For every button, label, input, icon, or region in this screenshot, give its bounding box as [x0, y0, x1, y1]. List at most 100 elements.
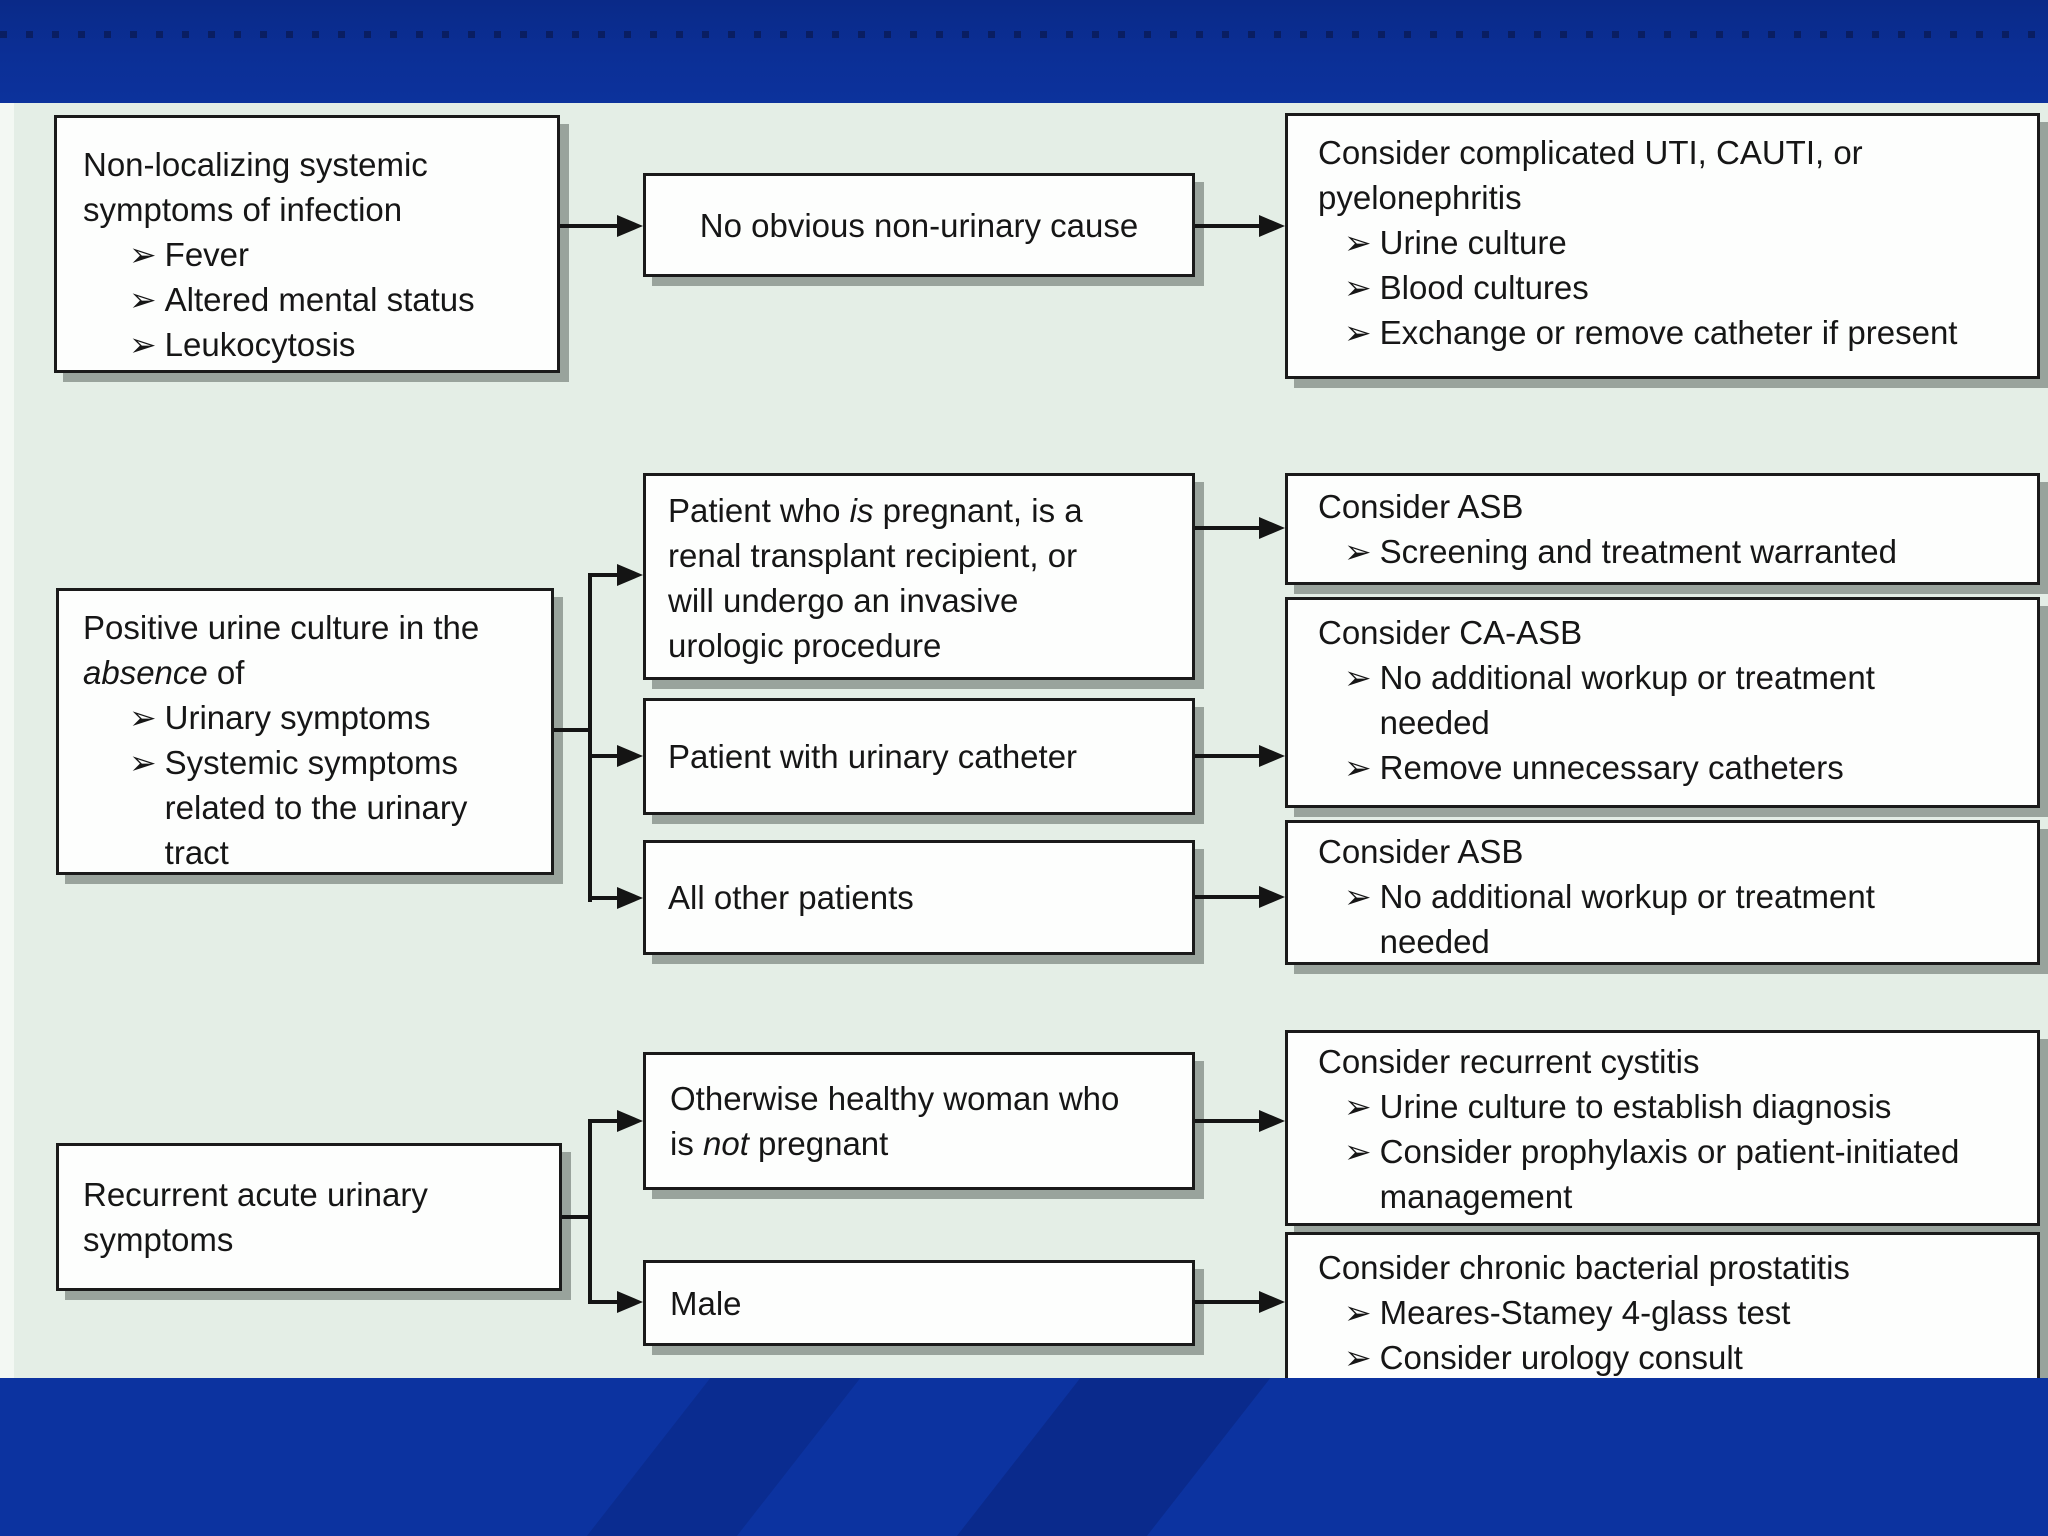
arrowhead-bullet-icon: ➢	[1344, 314, 1372, 351]
box-title-line: Consider ASB	[1318, 488, 1524, 525]
band-swoosh-decoration	[908, 1378, 1302, 1536]
bullet-text: Urine culture to establish diagnosis	[1379, 1088, 1892, 1125]
bullet-text: Urinary symptoms	[164, 699, 431, 736]
bullet-item: ➢ Urine culture	[1344, 220, 2025, 265]
flow-box-recurrent-symptoms: Recurrent acute urinary symptoms	[56, 1143, 562, 1291]
arrowhead-catheter-to-caasb	[1259, 745, 1285, 767]
flow-box-asb-screening: Consider ASB ➢ Screening and treatment w…	[1285, 473, 2040, 585]
arrow-line-pregnant-to-asb	[1195, 526, 1262, 530]
flow-box-no-obvious-cause: No obvious non-urinary cause	[643, 173, 1195, 277]
branch-line-to-all-other	[588, 896, 620, 900]
arrow-line-male-to-prostatitis	[1195, 1300, 1262, 1304]
branch-line-to-male	[588, 1300, 620, 1304]
box-title-line: Consider CA-ASB	[1318, 614, 1583, 651]
arrowhead-pregnant-to-asb	[1259, 517, 1285, 539]
flow-box-male: Male	[643, 1260, 1195, 1346]
bullet-item: ➢ No additional workup or treatment need…	[1344, 874, 2025, 964]
box-title-line: Consider ASB	[1318, 833, 1524, 870]
box-text: All other patients	[668, 879, 914, 916]
bullet-item: ➢ Consider urology consult	[1344, 1335, 2025, 1380]
title-part: Patient who	[668, 492, 850, 529]
bullet-text: Fever	[164, 236, 250, 273]
box-title-line: Patient who is pregnant, is a	[668, 488, 1178, 533]
bullet-text: Urine culture	[1379, 224, 1567, 261]
arrow-line-catheter-to-caasb	[1195, 754, 1262, 758]
arrowhead-bullet-icon: ➢	[1344, 1294, 1372, 1331]
box-text: Patient with urinary catheter	[668, 738, 1078, 775]
bullet-text: Meares-Stamey 4-glass test	[1379, 1294, 1791, 1331]
flow-box-complicated-uti: Consider complicated UTI, CAUTI, or pyel…	[1285, 113, 2040, 379]
arrowhead-a-to-b	[617, 215, 643, 237]
left-edge-strip	[0, 103, 14, 1378]
bullet-text: Remove unnecessary catheters	[1379, 749, 1844, 786]
bullet-text: Altered mental status	[164, 281, 475, 318]
box-title-line: Otherwise healthy woman who	[670, 1080, 1120, 1117]
italic-word: not	[703, 1125, 749, 1162]
box-title-line: urologic procedure	[668, 627, 942, 664]
flow-box-ca-asb: Consider CA-ASB ➢ No additional workup o…	[1285, 597, 2040, 808]
box-text: Male	[670, 1284, 742, 1322]
arrowhead-to-pregnant	[617, 564, 643, 586]
bullet-text: Screening and treatment warranted	[1379, 533, 1897, 570]
arrowhead-bullet-icon: ➢	[129, 699, 157, 736]
arrowhead-to-all-other	[617, 887, 643, 909]
top-band-dotted-line	[0, 31, 2048, 38]
branch-line-to-woman	[588, 1119, 620, 1123]
flow-box-nonlocalizing-symptoms: Non-localizing systemic symptoms of infe…	[54, 115, 560, 373]
band-swoosh-decoration	[538, 1378, 892, 1536]
flow-box-chronic-prostatitis: Consider chronic bacterial prostatitis ➢…	[1285, 1232, 2040, 1378]
arrowhead-bullet-icon: ➢	[1344, 1339, 1372, 1376]
bullet-item: ➢ Systemic symptoms related to the urina…	[129, 740, 537, 875]
italic-word: absence	[83, 654, 208, 691]
arrowhead-bullet-icon: ➢	[1344, 749, 1372, 786]
box-title-line: Consider chronic bacterial prostatitis	[1318, 1249, 1850, 1286]
bullet-item: ➢ Exchange or remove catheter if present	[1344, 310, 2025, 355]
box-title-line: will undergo an invasive	[668, 582, 1019, 619]
box-title-line: Non-localizing systemic	[83, 146, 428, 183]
bullet-item: ➢ Leukocytosis	[129, 322, 541, 367]
arrowhead-bullet-icon: ➢	[1344, 1088, 1372, 1125]
box-title-line: Recurrent acute urinary	[83, 1176, 428, 1213]
arrowhead-bullet-icon: ➢	[129, 744, 157, 781]
arrowhead-bullet-icon: ➢	[1344, 269, 1372, 306]
bullet-item: ➢ Screening and treatment warranted	[1344, 529, 2025, 574]
box-title-line: symptoms of infection	[83, 191, 403, 228]
bottom-blue-band	[0, 1378, 2048, 1536]
bullet-item: ➢ Blood cultures	[1344, 265, 2025, 310]
arrowhead-allother-to-asb	[1259, 886, 1285, 908]
flow-box-recurrent-cystitis: Consider recurrent cystitis ➢ Urine cult…	[1285, 1030, 2040, 1226]
box-title-line: symptoms	[83, 1221, 234, 1258]
bullet-item: ➢ No additional workup or treatment need…	[1344, 655, 2025, 745]
flow-box-all-other-patients: All other patients	[643, 840, 1195, 955]
arrowhead-bullet-icon: ➢	[129, 236, 157, 273]
branch-line-culture-vertical	[588, 573, 592, 902]
bullet-item: ➢ Meares-Stamey 4-glass test	[1344, 1290, 2025, 1335]
box-text: No obvious non-urinary cause	[699, 206, 1139, 244]
branch-line-culture-exit	[554, 728, 592, 732]
bullet-item: ➢ Remove unnecessary catheters	[1344, 745, 2025, 790]
box-title-line: renal transplant recipient, or	[668, 537, 1078, 574]
title-part: is	[670, 1125, 703, 1162]
flow-box-healthy-woman: Otherwise healthy woman who is not pregn…	[643, 1052, 1195, 1190]
bullet-text: No additional workup or treatment needed	[1379, 659, 1875, 741]
box-title-line: Positive urine culture in the	[83, 609, 480, 646]
bullet-item: ➢ Fever	[129, 232, 541, 277]
bullet-text: Exchange or remove catheter if present	[1379, 314, 1958, 351]
title-rest: of	[207, 654, 245, 691]
arrowhead-to-male	[617, 1291, 643, 1313]
box-title-line: is not pregnant	[670, 1121, 1192, 1166]
bullet-item: ➢ Urinary symptoms	[129, 695, 537, 740]
arrowhead-to-catheter	[617, 745, 643, 767]
arrowhead-bullet-icon: ➢	[1344, 224, 1372, 261]
flow-box-urinary-catheter: Patient with urinary catheter	[643, 698, 1195, 815]
branch-line-recurrent-vertical	[588, 1119, 592, 1304]
arrowhead-bullet-icon: ➢	[129, 281, 157, 318]
top-blue-band	[0, 0, 2048, 103]
arrow-line-woman-to-cystitis	[1195, 1119, 1262, 1123]
bullet-text: Consider prophylaxis or patient-initiate…	[1379, 1133, 1960, 1215]
bullet-text: Leukocytosis	[164, 326, 356, 363]
arrowhead-to-woman	[617, 1110, 643, 1132]
flow-box-asb-no-workup: Consider ASB ➢ No additional workup or t…	[1285, 820, 2040, 965]
title-part: pregnant	[748, 1125, 889, 1162]
